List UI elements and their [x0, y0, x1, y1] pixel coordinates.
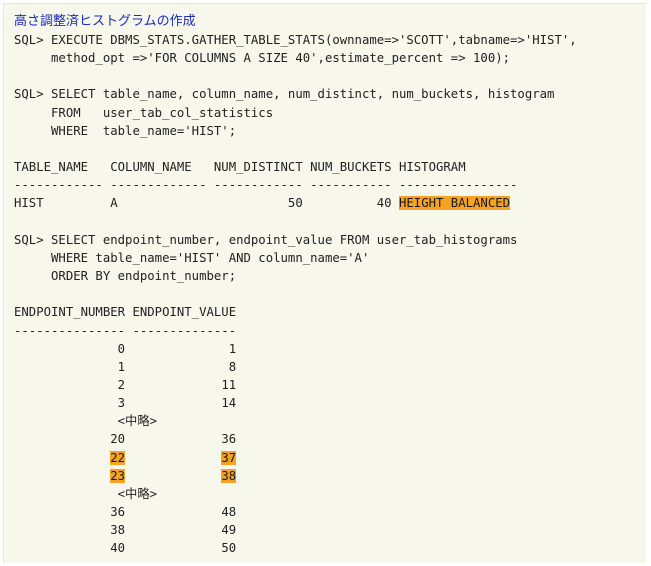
- endpoint-number: 0: [117, 341, 126, 356]
- endpoint-value: 14: [221, 396, 237, 411]
- omitted-marker-1: <中略>: [14, 414, 157, 428]
- endpoint-row: 2 11: [14, 378, 236, 392]
- result2-divider: --------------- --------------: [14, 323, 237, 338]
- result2-header: ENDPOINT_NUMBER ENDPOINT_VALUE: [14, 305, 237, 320]
- endpoint-number: 3: [117, 396, 126, 411]
- query2-line-2: WHERE table_name='HIST' AND column_name=…: [14, 250, 370, 265]
- omitted-text: <中略>: [117, 414, 158, 429]
- stats-command-line-2: method_opt =>'FOR COLUMNS A SIZE 40',est…: [14, 51, 511, 66]
- endpoint-number: 2: [117, 377, 126, 392]
- result2-rows-c: 36 48 38 49 40 50: [14, 505, 236, 555]
- endpoint-value: 37: [221, 450, 237, 465]
- code-sample-panel: 高さ調整済ヒストグラムの作成 SQL> EXECUTE DBMS_STATS.G…: [3, 3, 646, 563]
- sql-code-block: SQL> EXECUTE DBMS_STATS.GATHER_TABLE_STA…: [14, 31, 577, 558]
- query1-line-2: FROM user_tab_col_statistics: [14, 105, 274, 120]
- omitted-marker-2: <中略>: [14, 487, 157, 501]
- endpoint-value: 38: [221, 468, 237, 483]
- endpoint-number: 23: [110, 468, 126, 483]
- endpoint-number: 1: [117, 359, 126, 374]
- endpoint-value: 36: [221, 432, 237, 447]
- result1-row: HIST A 50 40 HEIGHT BALANCED: [14, 196, 511, 211]
- endpoint-row: 40 50: [14, 541, 236, 555]
- endpoint-row: 0 1: [14, 342, 236, 356]
- histogram-type-highlight: HEIGHT BALANCED: [398, 196, 511, 211]
- endpoint-row: 23 38: [14, 468, 237, 483]
- endpoint-number: 20: [110, 432, 126, 447]
- endpoint-row: 3 14: [14, 396, 236, 410]
- endpoint-value: 50: [221, 541, 237, 556]
- result1-header: TABLE_NAME COLUMN_NAME NUM_DISTINCT NUM_…: [14, 160, 466, 175]
- endpoint-value: 48: [221, 505, 237, 520]
- query1-line-3: WHERE table_name='HIST';: [14, 123, 237, 138]
- endpoint-value: 11: [221, 377, 237, 392]
- endpoint-value: 1: [228, 341, 237, 356]
- query2-line-1: SQL> SELECT endpoint_number, endpoint_va…: [14, 232, 518, 247]
- endpoint-number: 38: [110, 523, 126, 538]
- result1-divider: ------------ ------------- ------------ …: [14, 178, 518, 193]
- stats-command-line-1: SQL> EXECUTE DBMS_STATS.GATHER_TABLE_STA…: [14, 33, 577, 47]
- query2-line-3: ORDER BY endpoint_number;: [14, 269, 237, 284]
- endpoint-number: 22: [110, 450, 126, 465]
- omitted-text: <中略>: [117, 486, 158, 501]
- endpoint-row: 1 8: [14, 360, 236, 374]
- sample-heading: 高さ調整済ヒストグラムの作成: [14, 14, 196, 29]
- endpoint-row: 38 49: [14, 523, 236, 537]
- query1-line-1: SQL> SELECT table_name, column_name, num…: [14, 87, 555, 102]
- result1-row-values: HIST A 50 40: [14, 196, 399, 211]
- endpoint-row: 20 36: [14, 432, 236, 446]
- result2-rows-a: 0 1 1 8 2 11 3 14: [14, 342, 236, 410]
- result2-rows-b: 20 36 22 37 23 38: [14, 432, 237, 483]
- endpoint-value: 8: [228, 359, 237, 374]
- endpoint-row: 22 37: [14, 450, 237, 465]
- endpoint-number: 36: [110, 505, 126, 520]
- endpoint-number: 40: [110, 541, 126, 556]
- endpoint-value: 49: [221, 523, 237, 538]
- endpoint-row: 36 48: [14, 505, 236, 519]
